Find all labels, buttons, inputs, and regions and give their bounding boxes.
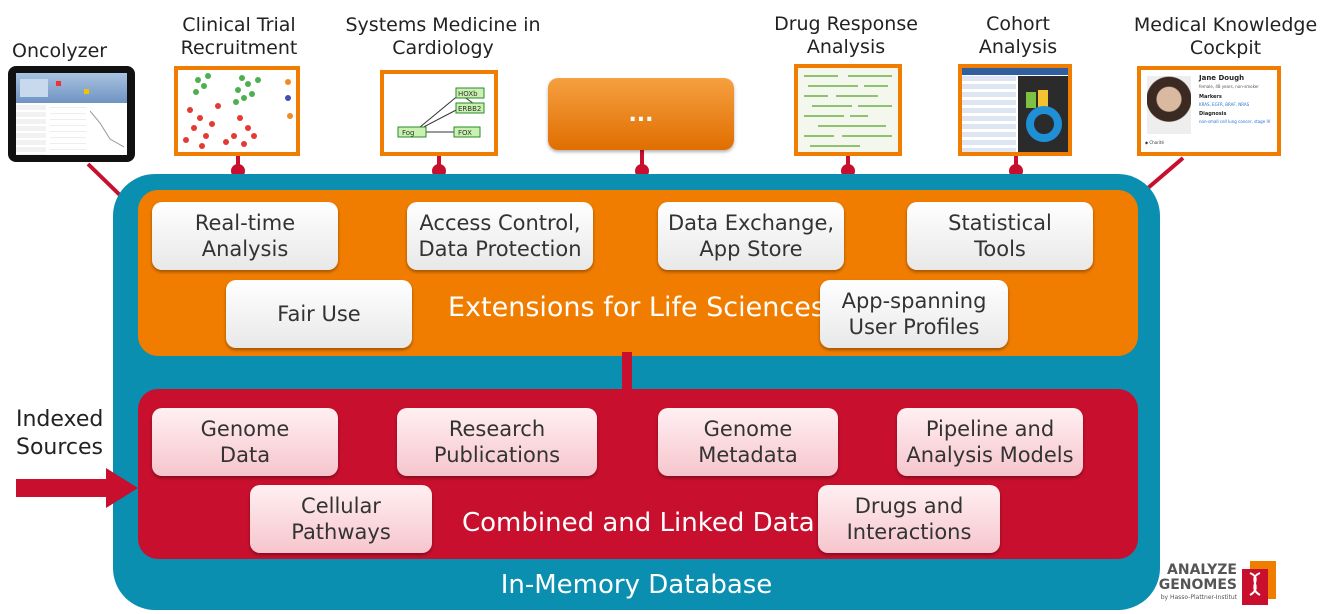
clinical-trial-thumbnail [174,66,300,156]
data-genome-metadata[interactable]: Genome Metadata [658,408,838,476]
app-label-systems-medicine: Systems Medicine in Cardiology [345,14,541,59]
connector-clinical [236,156,240,170]
connector-systems [437,156,441,170]
layer-link [622,352,632,394]
app-label-cohort: Cohort Analysis [978,13,1058,58]
medical-cockpit-thumbnail: Jane Dough female, 48 years, non-smoker … [1137,66,1281,156]
data-drugs-interactions[interactable]: Drugs and Interactions [818,485,1000,553]
app-label-drug-response: Drug Response Analysis [774,13,918,58]
data-cellular-pathways[interactable]: Cellular Pathways [250,485,432,553]
cohort-analysis-thumbnail [958,64,1072,156]
connector-cohort [1014,156,1018,170]
extensions-title: Extensions for Life Sciences [448,292,825,323]
ext-statistical-tools[interactable]: Statistical Tools [907,202,1093,270]
logo-line3: by Hasso-Plattner-Institut [1160,594,1237,601]
connector-more [640,150,644,170]
systems-node-label: ERBB2 [458,105,481,113]
ext-data-exchange[interactable]: Data Exchange, App Store [658,202,844,270]
more-apps-label: ... [628,101,654,127]
more-apps-box[interactable]: ... [548,78,734,150]
systems-node-label: Fog [402,129,415,137]
data-pipeline-models[interactable]: Pipeline and Analysis Models [897,408,1083,476]
patient-sub: female, 48 years, non-smoker [1199,84,1259,89]
app-label-oncolyzer: Oncolyzer [12,40,108,62]
ext-access-control[interactable]: Access Control, Data Protection [407,202,593,270]
connector-drug [846,156,850,170]
systems-network-image: HOXb ERBB2 Fog FOX [397,87,485,138]
cockpit-footer: ◆ Charité [1145,140,1164,145]
oncolyzer-screen [16,73,127,155]
in-memory-database-title: In-Memory Database [500,570,773,600]
data-genome-data[interactable]: Genome Data [152,408,338,476]
indexed-sources-label: Indexed Sources [16,407,104,460]
markers-value: KRAS, EGFR, BRAF, NRAS [1199,102,1250,107]
oncolyzer-tablet [8,66,135,162]
dna-logo-icon [1242,561,1276,605]
drug-response-image [798,68,898,152]
systems-node-label: HOXb [458,90,478,98]
drug-response-thumbnail [794,64,902,156]
systems-node-label: FOX [458,129,472,137]
logo-line2: GENOMES [1158,577,1237,593]
ext-fair-use[interactable]: Fair Use [226,280,412,348]
app-label-clinical-trial: Clinical Trial Recruitment [180,14,298,59]
systems-medicine-thumbnail: HOXb ERBB2 Fog FOX [380,70,498,156]
diagnosis-value: non-small cell lung cancer, stage IV [1199,119,1271,124]
diagnosis-label: Diagnosis [1199,111,1227,117]
data-layer-title: Combined and Linked Data [462,508,815,538]
logo-line1: ANALYZE [1167,562,1237,578]
clinical-scatter-image [183,73,293,149]
indexed-sources-arrow [16,468,138,508]
analyze-genomes-logo-text: ANALYZE GENOMES by Hasso-Plattner-Instit… [1144,563,1237,602]
cohort-donut-image [1026,90,1062,142]
patient-photo [1147,76,1191,134]
app-label-medical-cockpit: Medical Knowledge Cockpit [1133,14,1318,59]
patient-name: Jane Dough [1199,74,1245,82]
markers-label: Markers [1199,94,1222,100]
data-research-publications[interactable]: Research Publications [397,408,597,476]
ext-app-spanning-profiles[interactable]: App-spanning User Profiles [820,280,1008,348]
ext-real-time-analysis[interactable]: Real-time Analysis [152,202,338,270]
